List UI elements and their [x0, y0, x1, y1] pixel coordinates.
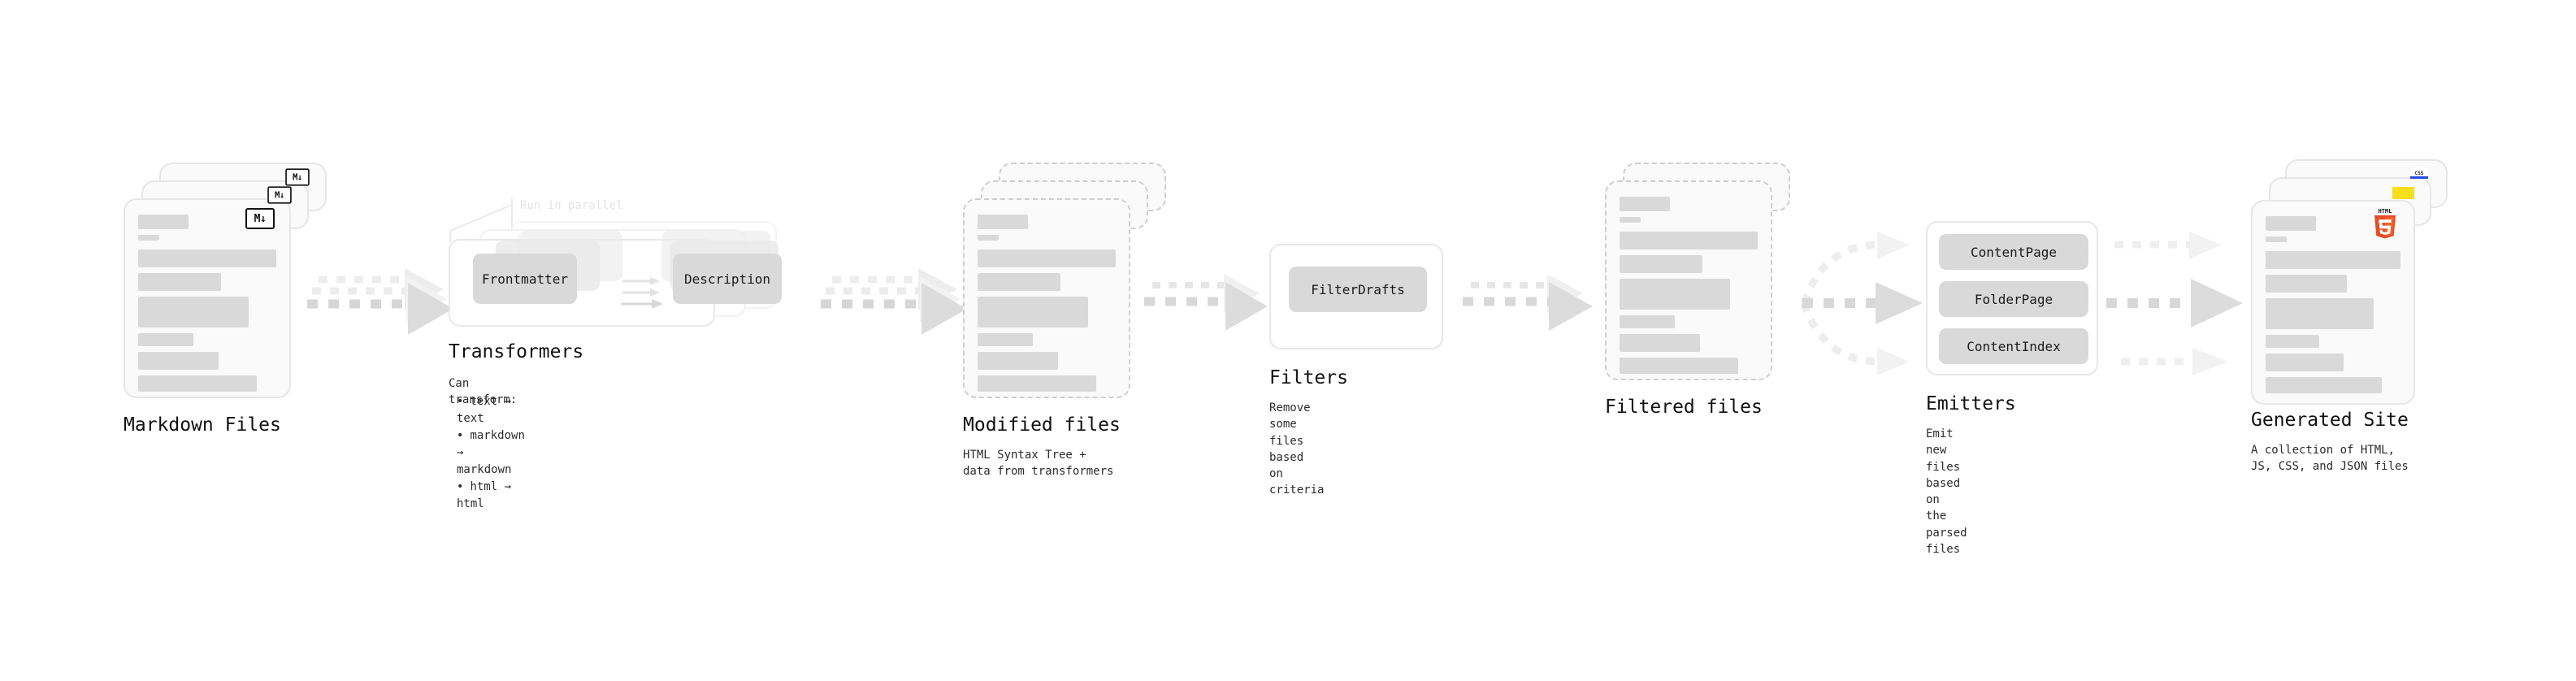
parallel-arrows-icon [621, 277, 663, 309]
filter-chip-label: FilterDrafts [1311, 281, 1405, 297]
transformer-chip-description[interactable]: Description [673, 254, 782, 304]
dotted-arrow-icon [821, 268, 967, 335]
dotted-arrow-icon [1463, 274, 1593, 331]
transformer-chip-label: Frontmatter [482, 271, 568, 287]
emitters-panel: ContentPage FolderPage ContentIndex [1926, 221, 2098, 375]
filters-description: Remove some files based on criteria [1269, 401, 1325, 497]
emitter-chip-contentindex[interactable]: ContentIndex [1939, 328, 2088, 364]
stage-caption-markdown-files: Markdown Files [124, 414, 281, 436]
skeleton-title [2266, 216, 2316, 231]
skeleton-line [978, 375, 1097, 392]
dotted-arrow-icon [1144, 274, 1268, 331]
emitter-chip-label: ContentIndex [1967, 338, 2061, 354]
filters-panel: FilterDrafts [1269, 244, 1443, 349]
skeleton-title [138, 215, 189, 229]
transformer-chip-frontmatter[interactable]: Frontmatter [473, 254, 577, 304]
markdown-card-front [124, 198, 291, 398]
stage-caption-filtered-files: Filtered files [1605, 397, 1763, 418]
skeleton-line [1620, 358, 1739, 374]
skeleton-title [1620, 197, 1670, 211]
skeleton-line [138, 333, 193, 346]
emitter-chip-contentpage[interactable]: ContentPage [1939, 234, 2088, 270]
stage-modified-files: Modified files HTML Syntax Tree + data f… [963, 163, 1166, 480]
dotted-fanout-arrow-icon [1800, 232, 1923, 375]
dotted-arrow-icon [307, 268, 453, 335]
filtered-files-card-stack [1605, 163, 1808, 400]
skeleton-title [978, 215, 1028, 229]
skeleton-line [2266, 377, 2382, 393]
skeleton-line [1620, 315, 1675, 328]
arrow-transformers-to-modified [821, 268, 971, 335]
markdown-icon: M↓ [285, 168, 310, 186]
stage-caption-transformers: Transformers [449, 341, 584, 362]
transformers-item: text → text [457, 393, 525, 427]
arrow-markdown-to-transformers [307, 268, 458, 335]
skeleton-line [2266, 275, 2347, 293]
generated-site-description: A collection of HTML, JS, CSS, and JSON … [2251, 444, 2409, 474]
arrow-modified-to-filters [1144, 274, 1274, 337]
skeleton-line [1620, 334, 1700, 352]
generated-site-card-stack: CSS HTML [2251, 159, 2454, 405]
css-icon: CSS [2410, 167, 2428, 179]
transformer-chip-label: Description [684, 271, 770, 287]
skeleton-line [138, 249, 276, 267]
markdown-icon: M↓ [267, 186, 292, 204]
html5-icon: HTML [2371, 206, 2399, 239]
stage-caption-emitters: Emitters [1926, 393, 2016, 414]
js-icon [2392, 187, 2414, 199]
stage-generated-site: CSS HTML Generated Site A collection of … [2251, 159, 2454, 475]
skeleton-subtitle [978, 235, 999, 241]
markdown-icon: M↓ [245, 208, 275, 229]
run-in-parallel-bracket [449, 198, 513, 242]
stage-caption-generated-site: Generated Site [2251, 410, 2409, 431]
arrow-filtered-to-emitters [1800, 232, 1932, 375]
svg-text:HTML: HTML [2379, 208, 2392, 215]
stage-caption-filters: Filters [1269, 367, 1348, 388]
filter-chip-filterdrafts[interactable]: FilterDrafts [1289, 267, 1427, 312]
skeleton-line [138, 297, 249, 327]
skeleton-line [1620, 279, 1730, 310]
skeleton-line [978, 352, 1058, 370]
markdown-files-card-stack: M↓ M↓ M↓ [124, 163, 327, 400]
modified-files-description: HTML Syntax Tree + data from transformer… [963, 449, 1114, 479]
arrow-filters-to-filtered [1463, 274, 1601, 337]
emitter-chip-label: ContentPage [1971, 244, 2057, 260]
skeleton-subtitle [138, 235, 159, 241]
arrow-emitters-to-site [2106, 232, 2253, 375]
skeleton-line [978, 273, 1060, 291]
emitter-chip-label: FolderPage [1974, 291, 2053, 307]
skeleton-line [2266, 354, 2344, 371]
skeleton-line [1620, 255, 1702, 273]
skeleton-subtitle [1620, 217, 1641, 223]
skeleton-line [978, 297, 1088, 327]
dotted-arrow-icon [2106, 232, 2243, 375]
html5-icon-glyph: HTML [2374, 208, 2396, 239]
transformers-item: markdown → markdown [457, 427, 525, 479]
skeleton-line [2266, 251, 2400, 269]
emitter-chip-folderpage[interactable]: FolderPage [1939, 281, 2088, 317]
skeleton-line [138, 352, 219, 370]
stage-filtered-files: Filtered files [1605, 163, 1808, 418]
skeleton-line [2266, 335, 2320, 348]
transformers-item: html → html [457, 479, 525, 513]
skeleton-line [1620, 232, 1758, 249]
transformers-item-list: text → text markdown → markdown html → h… [449, 393, 525, 513]
filtered-card-front [1605, 180, 1772, 380]
skeleton-line [2266, 298, 2374, 329]
emitters-description: Emit new files based on the parsed files [1926, 427, 1967, 557]
stage-markdown-files: M↓ M↓ M↓ Markdown Files [124, 163, 327, 436]
skeleton-subtitle [2266, 236, 2287, 242]
skeleton-line [978, 249, 1116, 267]
skeleton-line [978, 333, 1033, 346]
modified-files-card-stack [963, 163, 1166, 400]
skeleton-line [138, 273, 221, 291]
modified-card-front [963, 198, 1130, 398]
css-icon-label: CSS [2414, 171, 2424, 176]
run-in-parallel-label: Run in parallel [520, 199, 623, 212]
stage-caption-modified-files: Modified files [963, 414, 1121, 436]
skeleton-line [138, 375, 258, 392]
